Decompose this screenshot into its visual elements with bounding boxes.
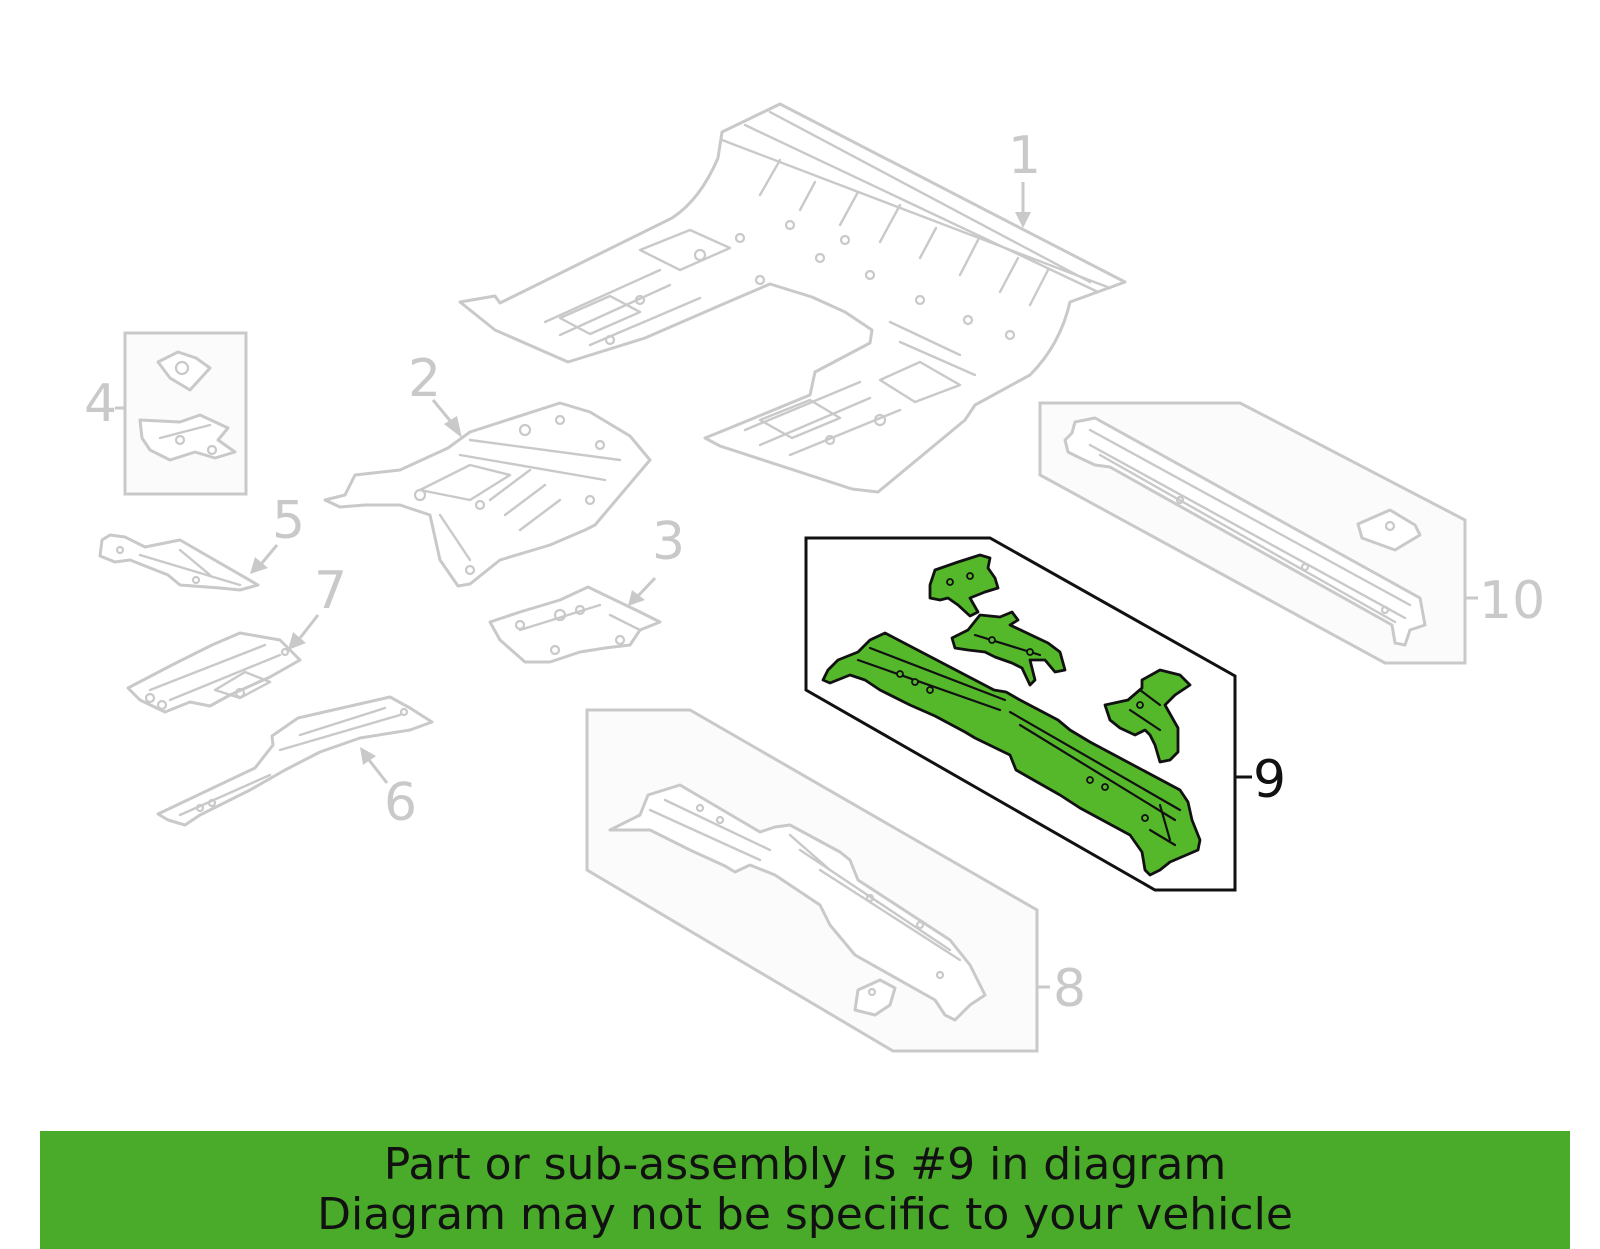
callout-labels: 1 2 3 4 5 6 7 8 9 10 — [84, 126, 1545, 1019]
part-6-rail[interactable] — [156, 695, 434, 827]
part-9-crossmember — [821, 631, 1202, 877]
part-5-bracket[interactable] — [98, 533, 260, 592]
callout-7[interactable]: 7 — [314, 561, 347, 621]
leader-lines — [115, 182, 1478, 989]
info-banner: Part or sub-assembly is #9 in diagram Di… — [40, 1131, 1570, 1249]
part-2-floor-section[interactable] — [323, 401, 652, 588]
part-9-bracket-top — [928, 553, 1000, 618]
callout-4[interactable]: 4 — [84, 374, 117, 434]
callout-3[interactable]: 3 — [652, 512, 685, 572]
banner-line-2: Diagram may not be specific to your vehi… — [317, 1189, 1293, 1240]
callout-8[interactable]: 8 — [1053, 959, 1086, 1019]
part-1-floor-pan[interactable] — [458, 102, 1127, 494]
part-4-group[interactable] — [123, 331, 248, 496]
banner-line-1: Part or sub-assembly is #9 in diagram — [383, 1139, 1227, 1190]
part-7-bracket[interactable] — [126, 631, 302, 714]
callout-10[interactable]: 10 — [1479, 571, 1545, 631]
part-8-group[interactable] — [585, 708, 1039, 1053]
part-9-bracket-right — [1103, 668, 1192, 764]
part-3-bracket[interactable] — [488, 585, 662, 664]
part-9-bracket-middle — [950, 610, 1067, 687]
callout-9[interactable]: 9 — [1253, 750, 1286, 810]
part-10-group[interactable] — [1038, 401, 1467, 665]
callout-6[interactable]: 6 — [384, 773, 417, 833]
part-9-group[interactable] — [804, 536, 1237, 892]
callout-5[interactable]: 5 — [272, 491, 305, 551]
parts-diagram: 1 2 3 4 5 6 7 8 9 10 — [84, 102, 1545, 1053]
callout-1[interactable]: 1 — [1008, 126, 1041, 186]
callout-2[interactable]: 2 — [408, 349, 441, 409]
